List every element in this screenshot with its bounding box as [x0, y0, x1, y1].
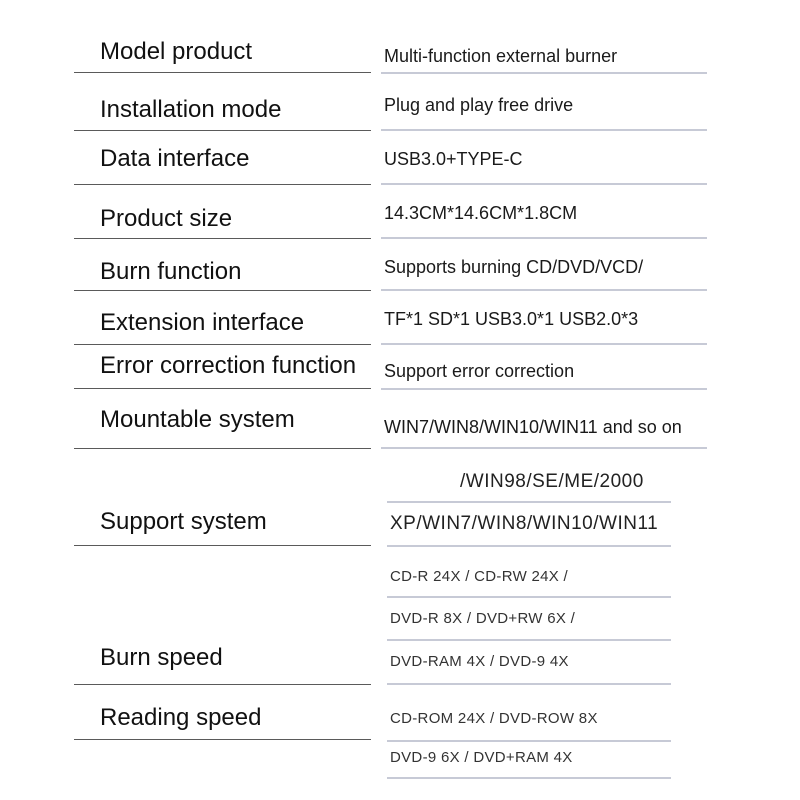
- reading-speed-line-2: DVD-9 6X / DVD+RAM 4X: [390, 749, 573, 766]
- label-divider: [74, 72, 371, 73]
- label-divider: [74, 684, 371, 685]
- burn-speed-line-2: DVD-R 8X / DVD+RW 6X /: [390, 610, 576, 627]
- spec-label-extension-interface: Extension interface: [100, 309, 305, 336]
- spec-value-installation-mode: Plug and play free drive: [384, 95, 574, 115]
- spec-label-error-correction-function: Error correction function: [100, 352, 357, 379]
- label-divider: [74, 545, 371, 546]
- label-divider: [74, 184, 371, 185]
- value-divider: [387, 683, 671, 685]
- value-divider: [381, 343, 707, 345]
- value-divider: [381, 72, 707, 74]
- reading-speed-line-1: CD-ROM 24X / DVD-ROW 8X: [390, 710, 598, 727]
- spec-label-model-product: Model product: [100, 38, 253, 65]
- spec-value-error-correction-function: Support error correction: [384, 361, 575, 381]
- spec-label-product-size: Product size: [100, 205, 233, 232]
- value-divider: [381, 447, 707, 449]
- burn-speed-line-1: CD-R 24X / CD-RW 24X /: [390, 568, 569, 585]
- value-divider: [381, 183, 707, 185]
- spec-label-reading-speed: Reading speed: [100, 704, 262, 731]
- spec-value-burn-function: Supports burning CD/DVD/VCD/: [384, 257, 644, 277]
- spec-value-model-product: Multi-function external burner: [384, 46, 618, 66]
- label-divider: [74, 290, 371, 291]
- value-divider: [387, 545, 671, 547]
- spec-value-extension-interface: TF*1 SD*1 USB3.0*1 USB2.0*3: [384, 309, 639, 329]
- spec-label-burn-function: Burn function: [100, 258, 242, 285]
- value-divider: [387, 501, 671, 503]
- spec-value-product-size: 14.3CM*14.6CM*1.8CM: [384, 203, 578, 223]
- spec-label-support-system: Support system: [100, 508, 267, 535]
- value-divider: [381, 289, 707, 291]
- label-divider: [74, 238, 371, 239]
- value-divider: [387, 740, 671, 742]
- spec-label-installation-mode: Installation mode: [100, 96, 282, 123]
- support-system-line-2: XP/WIN7/WIN8/WIN10/WIN11: [390, 513, 659, 534]
- spec-value-data-interface: USB3.0+TYPE-C: [384, 149, 523, 169]
- label-divider: [74, 739, 371, 740]
- label-divider: [74, 388, 371, 389]
- value-divider: [381, 388, 707, 390]
- label-divider: [74, 344, 371, 345]
- value-divider: [387, 596, 671, 598]
- value-divider: [387, 777, 671, 779]
- value-divider: [381, 129, 707, 131]
- label-divider: [74, 130, 371, 131]
- spec-label-mountable-system: Mountable system: [100, 406, 295, 433]
- value-divider: [381, 237, 707, 239]
- label-divider: [74, 448, 371, 449]
- support-system-line-1: /WIN98/SE/ME/2000: [460, 471, 644, 492]
- burn-speed-line-3: DVD-RAM 4X / DVD-9 4X: [390, 653, 569, 670]
- spec-label-data-interface: Data interface: [100, 145, 250, 172]
- spec-label-burn-speed: Burn speed: [100, 644, 223, 671]
- value-divider: [387, 639, 671, 641]
- spec-value-mountable-system: WIN7/WIN8/WIN10/WIN11 and so on: [384, 417, 682, 437]
